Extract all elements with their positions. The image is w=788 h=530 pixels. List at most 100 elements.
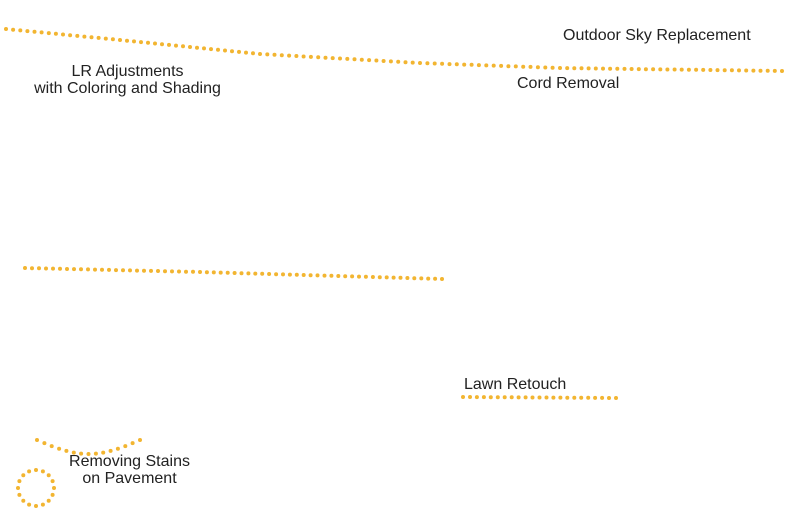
dotted-line-top xyxy=(188,45,192,49)
dotted-line-top xyxy=(651,67,656,72)
dotted-curve-smile xyxy=(138,438,142,442)
dotted-line-top xyxy=(118,38,122,42)
dotted-line-lawn xyxy=(614,396,618,400)
dotted-line-lawn xyxy=(509,395,514,400)
dotted-line-top xyxy=(103,36,108,41)
dotted-line-lawn xyxy=(495,395,500,400)
dotted-line-top xyxy=(230,49,234,54)
dotted-circle xyxy=(17,479,22,484)
dotted-line-top xyxy=(359,57,364,62)
dotted-line-top xyxy=(622,66,627,71)
dotted-circle xyxy=(40,469,45,474)
dotted-line-middle xyxy=(239,271,244,276)
dotted-line-middle xyxy=(294,272,299,277)
dotted-line-top xyxy=(46,31,51,36)
dotted-line-middle xyxy=(398,275,403,280)
label-lawn-retouch: Lawn Retouch xyxy=(464,376,567,393)
dotted-line-middle xyxy=(267,272,272,276)
dotted-line-top xyxy=(629,67,634,71)
dotted-line-top xyxy=(506,64,511,69)
dotted-line-top xyxy=(701,67,706,72)
dotted-line-lawn xyxy=(474,395,479,400)
label-lr-adjustments-line-1: LR Adjustments xyxy=(71,63,184,80)
dotted-line-lawn xyxy=(530,395,535,400)
dotted-line-middle xyxy=(204,270,209,275)
dotted-curve-smile xyxy=(115,446,120,451)
dotted-line-middle xyxy=(93,267,97,272)
dotted-line-middle xyxy=(30,266,34,271)
dotted-line-middle xyxy=(433,276,438,281)
dotted-line-top xyxy=(462,62,467,67)
dotted-line-top xyxy=(160,42,164,47)
dotted-line-lawn xyxy=(461,395,465,399)
dotted-curve-smile xyxy=(35,438,39,442)
dotted-line-top xyxy=(244,50,248,55)
dotted-line-top xyxy=(425,61,430,66)
dotted-line-top xyxy=(237,49,241,54)
dotted-line-middle xyxy=(308,273,313,278)
dotted-line-lawn xyxy=(468,395,472,399)
dotted-line-middle xyxy=(225,270,230,275)
dotted-line-top xyxy=(658,67,663,72)
dotted-line-top xyxy=(543,65,548,70)
dotted-line-top xyxy=(381,59,386,63)
dotted-line-top xyxy=(146,40,150,45)
dotted-line-top xyxy=(765,68,770,73)
dotted-line-top xyxy=(287,53,292,58)
dotted-circle xyxy=(16,486,20,490)
dotted-line-top xyxy=(772,68,777,73)
dotted-line-top xyxy=(330,56,335,61)
dotted-line-middle xyxy=(426,276,431,281)
dotted-line-middle xyxy=(274,272,279,277)
dotted-line-middle xyxy=(156,269,160,273)
dotted-line-middle xyxy=(260,271,265,276)
dotted-line-top xyxy=(388,59,393,64)
dotted-line-middle xyxy=(301,273,306,277)
dotted-line-top xyxy=(744,68,749,73)
dotted-line-lawn xyxy=(551,395,556,400)
dotted-line-lawn xyxy=(593,395,598,400)
dotted-line-lawn xyxy=(600,395,605,400)
dotted-line-top xyxy=(608,66,613,71)
dotted-circle xyxy=(40,502,45,507)
dotted-line-middle xyxy=(142,268,146,273)
dotted-line-middle xyxy=(281,272,285,277)
dotted-line-top xyxy=(181,44,185,49)
dotted-line-top xyxy=(110,37,115,42)
dotted-line-lawn xyxy=(586,395,591,400)
dotted-line-middle xyxy=(391,275,396,280)
dotted-line-top xyxy=(39,30,44,35)
label-removing-stains-line-2: on Pavement xyxy=(82,470,177,487)
dotted-line-top xyxy=(174,43,178,48)
dotted-line-top xyxy=(265,52,270,57)
dotted-line-top xyxy=(96,35,101,40)
dotted-circle xyxy=(17,492,22,497)
dotted-curve-smile xyxy=(130,441,135,446)
dotted-line-top xyxy=(345,56,350,61)
dotted-curve-smile xyxy=(123,444,128,449)
dotted-line-top xyxy=(32,29,37,34)
label-lr-adjustments: LR Adjustments with Coloring and Shading xyxy=(20,63,235,97)
dotted-line-lawn xyxy=(572,395,577,400)
dotted-line-top xyxy=(25,29,30,34)
dotted-line-top xyxy=(61,32,65,37)
dotted-circle xyxy=(21,473,26,478)
dotted-line-top xyxy=(216,47,220,52)
dotted-line-middle xyxy=(253,271,258,276)
dotted-line-top xyxy=(82,34,87,39)
dotted-line-top xyxy=(68,33,73,38)
dotted-line-middle xyxy=(336,274,341,278)
dotted-line-top xyxy=(729,68,734,73)
dotted-line-top xyxy=(403,60,408,65)
dotted-line-top xyxy=(89,35,94,40)
dotted-line-top xyxy=(251,51,255,56)
dotted-line-top xyxy=(454,62,459,67)
dotted-line-top xyxy=(550,65,555,70)
dotted-line-top xyxy=(722,68,727,73)
dotted-line-top xyxy=(558,66,562,70)
dotted-line-top xyxy=(694,67,699,72)
label-removing-stains-line-1: Removing Stains xyxy=(69,453,190,470)
dotted-line-middle xyxy=(329,273,334,278)
dotted-line-top xyxy=(579,66,584,71)
label-cord-removal: Cord Removal xyxy=(517,75,620,92)
